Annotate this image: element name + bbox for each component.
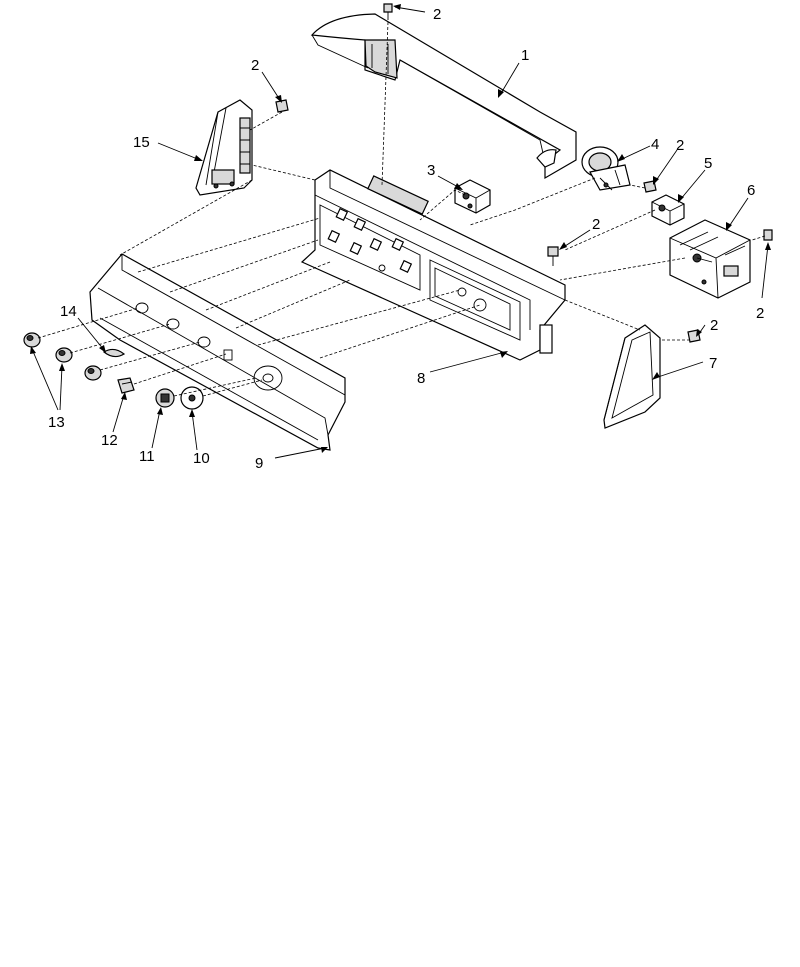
callout-9: 9 — [255, 455, 263, 472]
callout-6: 6 — [747, 182, 755, 199]
callout-2-lower-right: 2 — [710, 317, 718, 334]
part-11-timer-knob — [155, 388, 175, 408]
part-5-switch — [651, 194, 685, 226]
callout-2-switch: 2 — [676, 137, 684, 154]
callout-12: 12 — [101, 432, 118, 449]
callout-3: 3 — [427, 162, 435, 179]
callout-11: 11 — [139, 448, 155, 465]
part-6-timer — [669, 219, 751, 299]
part-14-indicator-lens — [102, 348, 126, 358]
callout-2-center: 2 — [592, 216, 600, 233]
part-13-knob-upper — [23, 332, 41, 348]
part-8-console-panel — [300, 169, 566, 361]
part-1-console-cover — [310, 13, 577, 180]
callout-4: 4 — [651, 136, 659, 153]
part-9-control-panel — [89, 253, 346, 451]
screw-right — [763, 229, 773, 241]
part-12-rocker-button — [117, 377, 135, 394]
callout-5: 5 — [704, 155, 712, 172]
callout-2-top: 2 — [433, 6, 441, 23]
callout-8: 8 — [417, 370, 425, 387]
callout-1: 1 — [521, 47, 529, 64]
callout-10: 10 — [193, 450, 210, 467]
part-15-left-end-cap — [195, 99, 253, 196]
callout-labels: 1 2 2 2 2 2 2 3 4 5 6 7 8 9 10 11 12 13 … — [48, 6, 764, 472]
part-10-dial — [180, 386, 204, 410]
callout-2-left: 2 — [251, 57, 259, 74]
part-13-knob-middle — [55, 347, 73, 363]
part-7-right-end-cap — [603, 324, 661, 429]
leader-lines — [30, 4, 771, 459]
callout-15: 15 — [133, 134, 150, 151]
callout-14: 14 — [60, 303, 77, 320]
screw-panel-center — [547, 246, 559, 266]
alignment-lines — [37, 21, 766, 397]
screw-left-cap — [275, 99, 289, 113]
callout-2-right: 2 — [756, 305, 764, 322]
callout-13: 13 — [48, 414, 65, 431]
screw-top — [383, 3, 393, 20]
part-3-switch — [454, 179, 491, 214]
part-13-knob-lower — [84, 365, 102, 381]
part-4-pressure-switch — [581, 146, 631, 191]
callout-7: 7 — [709, 355, 717, 372]
